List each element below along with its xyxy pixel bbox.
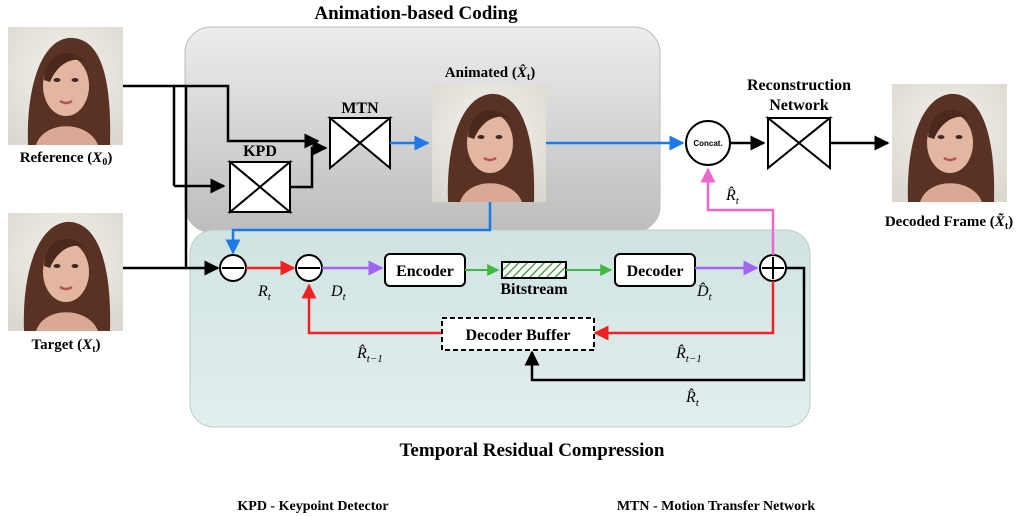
kpd-block: KPD: [227, 143, 293, 215]
animated-to-subtract-line: [225, 202, 492, 255]
kpd-label: KPD: [243, 143, 277, 160]
decoder-buffer-label: Decoder Buffer: [466, 327, 571, 344]
subtract-node-2: [295, 254, 323, 282]
signal-r-hat-tm1-right: R̂t−1: [675, 343, 702, 365]
encoder-label: Encoder: [396, 263, 454, 280]
decoder-label: Decoder: [627, 263, 684, 280]
decoder-buffer-block: Decoder Buffer: [441, 317, 595, 351]
decoded-frame-image: [892, 84, 1007, 202]
subtract-node-1: [219, 254, 247, 282]
decoder-block: Decoder: [614, 253, 696, 287]
kpd-to-mtn-line: [290, 140, 328, 189]
adder-to-buffer-line: [593, 281, 775, 341]
decoded-frame-label: Decoded Frame (X̃t): [885, 212, 1013, 232]
signal-d-t: Dt: [330, 283, 347, 303]
reconstruction-label-line2: Network: [769, 97, 829, 114]
bitstream-block: Bitstream: [500, 261, 568, 298]
animation-coding-title: Animation-based Coding: [314, 3, 518, 24]
reference-image: [8, 27, 123, 145]
target-connections: [123, 86, 220, 276]
signal-r-hat-tm1-left: R̂t−1: [356, 343, 383, 365]
reconstruction-label-line1: Reconstruction: [747, 77, 851, 94]
reconstruction-network-block: Reconstruction Network: [747, 77, 851, 171]
animated-label: Animated (X̂t): [445, 63, 535, 83]
adder-to-buffer-black-line: [524, 266, 806, 382]
mtn-label: MTN: [341, 100, 379, 117]
encoder-block: Encoder: [384, 253, 466, 287]
signal-r-hat-t-concat: R̂t: [725, 185, 740, 207]
target-image: [8, 213, 123, 331]
reference-label: Reference (X0): [20, 150, 113, 168]
target-label: Target (Xt): [31, 337, 100, 355]
residual-compression-title: Temporal Residual Compression: [400, 440, 665, 461]
signal-r-t: Rt: [257, 283, 272, 303]
signal-r-hat-t-loop: R̂t: [685, 387, 700, 409]
concat-label: Concat.: [693, 139, 722, 148]
buffer-to-subtract-line: [301, 283, 442, 335]
legend-mtn: MTN - Motion Transfer Network: [617, 499, 816, 514]
adder-node: [759, 254, 787, 282]
concat-node: Concat.: [685, 120, 731, 166]
animated-image: [432, 84, 546, 202]
adder-to-concat-line: [700, 167, 775, 255]
legend-kpd: KPD - Keypoint Detector: [237, 499, 388, 514]
reference-connections: [123, 84, 320, 194]
signal-d-hat-t: D̂t: [696, 281, 713, 303]
bitstream-label: Bitstream: [500, 281, 568, 298]
